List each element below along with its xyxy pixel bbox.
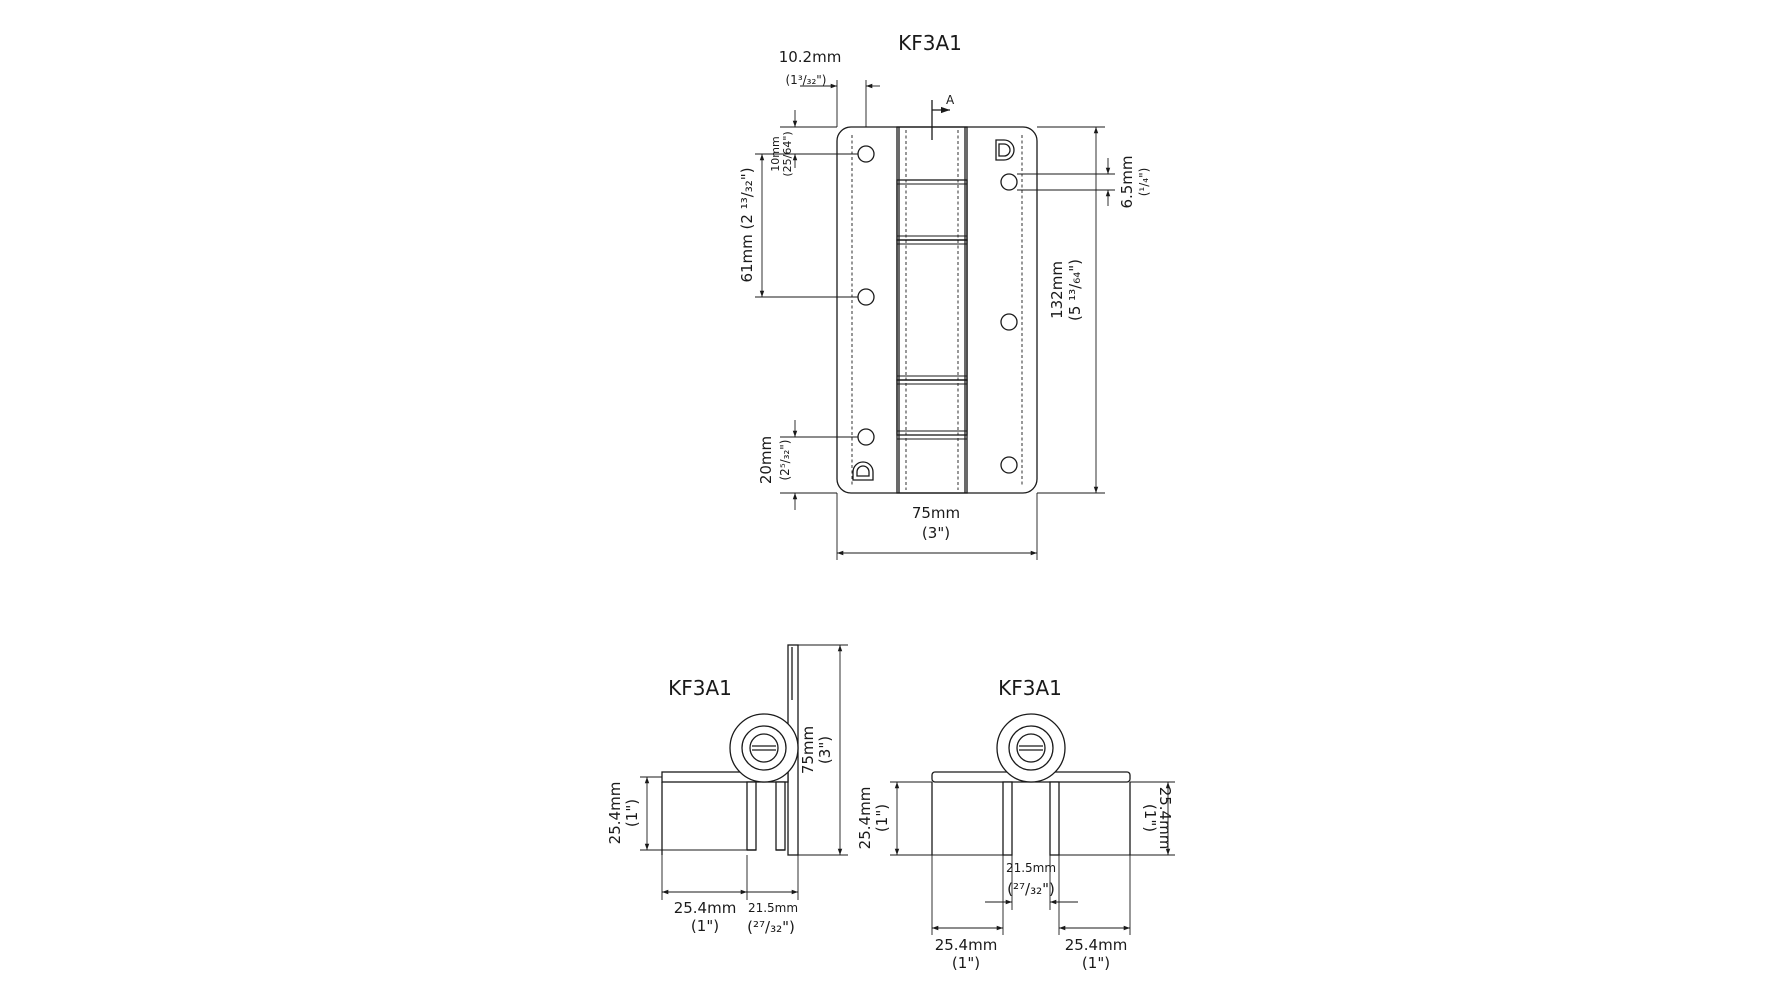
hole bbox=[857, 428, 875, 446]
dim-25-4mm-right-view-left: 25.4mm (1") bbox=[856, 781, 1003, 856]
left-view-title: KF3A1 bbox=[668, 676, 732, 700]
dim-6-5mm: 6.5mm (¹/₄") bbox=[1017, 155, 1151, 209]
hinge-plate-outline bbox=[836, 126, 1038, 494]
hole bbox=[1000, 173, 1018, 191]
dim-10mm: 10mm (25/64") bbox=[769, 110, 858, 177]
svg-text:10.2mm: 10.2mm bbox=[779, 48, 842, 66]
brand-logo-icon bbox=[995, 139, 1015, 161]
svg-text:25.4mm: 25.4mm bbox=[674, 899, 737, 917]
left-hinge-profile bbox=[661, 644, 799, 856]
hole bbox=[1000, 456, 1018, 474]
dim-75mm-left-view: 75mm (3") bbox=[798, 644, 848, 856]
svg-text:(5 ¹³/₆₄"): (5 ¹³/₆₄") bbox=[1066, 259, 1084, 321]
mounting-holes bbox=[857, 145, 1018, 474]
svg-text:25.4mm: 25.4mm bbox=[606, 782, 624, 845]
svg-text:(1"): (1") bbox=[1141, 804, 1159, 832]
dim-25-4mm-right-view-bottom-left: 25.4mm (1") bbox=[931, 855, 1004, 972]
dim-25-4mm-right-view-right: (1") 25.4mm bbox=[1059, 781, 1175, 856]
svg-text:(1"): (1") bbox=[873, 804, 891, 832]
svg-text:(²⁷/₃₂"): (²⁷/₃₂") bbox=[747, 918, 795, 936]
svg-text:(1"): (1") bbox=[623, 799, 641, 827]
svg-text:21.5mm: 21.5mm bbox=[748, 901, 798, 915]
svg-text:(¹/₄"): (¹/₄") bbox=[1137, 168, 1151, 197]
hole bbox=[857, 145, 875, 163]
svg-text:(3"): (3") bbox=[816, 736, 834, 764]
top-view-title: KF3A1 bbox=[898, 31, 962, 55]
svg-text:25.4mm: 25.4mm bbox=[1065, 936, 1128, 954]
brand-logo-icon bbox=[852, 461, 874, 481]
svg-text:6.5mm: 6.5mm bbox=[1118, 155, 1136, 208]
svg-text:25.4mm: 25.4mm bbox=[856, 787, 874, 850]
svg-text:(1"): (1") bbox=[952, 954, 980, 972]
svg-text:20mm: 20mm bbox=[757, 436, 775, 484]
svg-text:75mm: 75mm bbox=[799, 726, 817, 774]
top-view: KF3A1 bbox=[738, 31, 1151, 560]
svg-text:(1"): (1") bbox=[1082, 954, 1110, 972]
dim-25-4mm-left-horizontal: 25.4mm (1") 21.5mm (²⁷/₃₂") bbox=[661, 855, 799, 936]
svg-text:25.4mm: 25.4mm bbox=[935, 936, 998, 954]
right-hinge-profile bbox=[931, 713, 1131, 856]
svg-text:21.5mm: 21.5mm bbox=[1006, 861, 1056, 875]
svg-text:61mm (2 ¹³/₃₂"): 61mm (2 ¹³/₃₂") bbox=[738, 167, 756, 282]
section-marker: A bbox=[931, 93, 955, 140]
dim-21-5mm-right-view: 21.5mm (²⁷/₃₂") bbox=[985, 855, 1078, 910]
svg-text:(2⁵/₃₂"): (2⁵/₃₂") bbox=[778, 440, 792, 481]
dim-61mm: 61mm (2 ¹³/₃₂") bbox=[738, 153, 858, 298]
svg-text:(25/64"): (25/64") bbox=[781, 131, 794, 176]
svg-text:(²⁷/₃₂"): (²⁷/₃₂") bbox=[1007, 880, 1055, 898]
dim-132mm: 132mm (5 ¹³/₆₄") bbox=[1037, 126, 1105, 494]
right-view-title: KF3A1 bbox=[998, 676, 1062, 700]
right-view: KF3A1 25.4mm (1") bbox=[856, 676, 1175, 972]
section-marker-label: A bbox=[946, 93, 955, 107]
svg-text:25.4mm: 25.4mm bbox=[1156, 787, 1174, 850]
svg-text:(1"): (1") bbox=[691, 917, 719, 935]
svg-text:(3"): (3") bbox=[922, 524, 950, 542]
dim-20mm: 20mm (2⁵/₃₂") bbox=[757, 420, 858, 510]
dim-75mm: 75mm (3") bbox=[836, 493, 1038, 560]
svg-text:132mm: 132mm bbox=[1048, 261, 1066, 319]
svg-text:75mm: 75mm bbox=[912, 504, 960, 522]
svg-text:(1³/₃₂"): (1³/₃₂") bbox=[786, 73, 827, 87]
left-view: KF3A1 75mm (3") bbox=[606, 644, 848, 936]
dim-10-2mm: 10.2mm (1³/₃₂") bbox=[779, 48, 880, 127]
hole bbox=[857, 288, 875, 306]
hole bbox=[1000, 313, 1018, 331]
dim-25-4mm-right-view-bottom-right: 25.4mm (1") bbox=[1058, 855, 1131, 972]
dim-25-4mm-left-vertical: 25.4mm (1") bbox=[606, 776, 747, 851]
